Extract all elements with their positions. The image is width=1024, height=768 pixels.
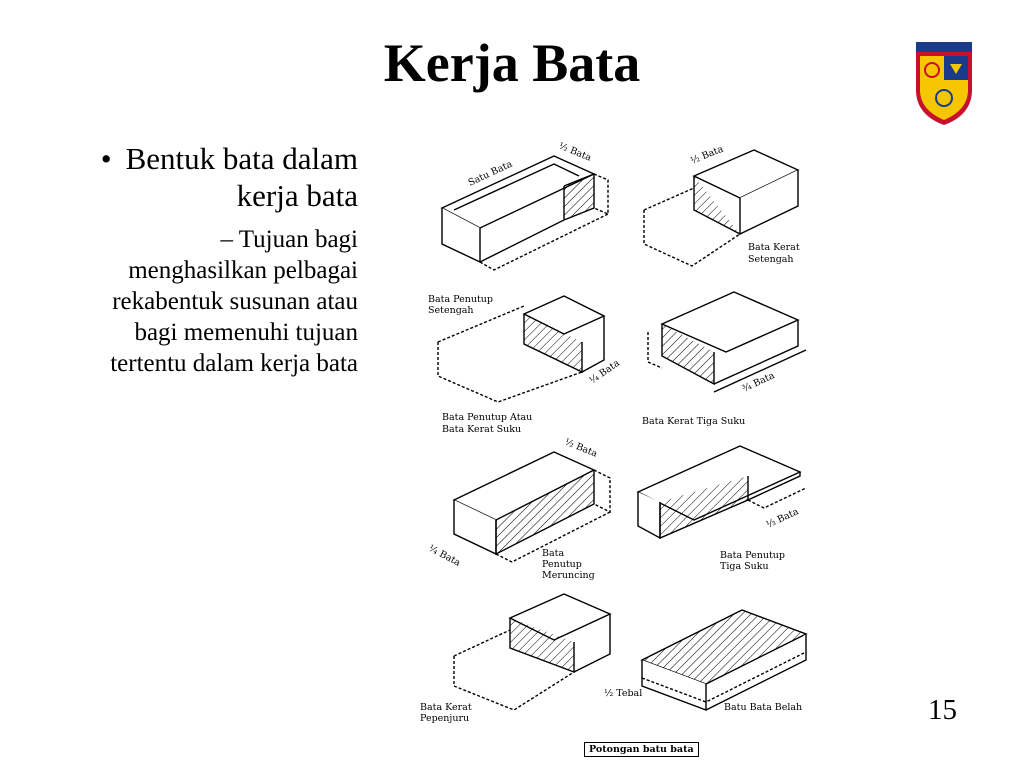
label-penutup-setengah-2: Setengah [428, 305, 474, 316]
label-penutup-atau-1: Bata Penutup Atau [442, 412, 532, 423]
label-pepenjuru-1: Bata Kerat [420, 702, 472, 713]
label-tiga-suku-1: Bata Penutup [720, 550, 785, 561]
label-penutup-atau-2: Bata Kerat Suku [442, 424, 521, 435]
bullet-list: • Bentuk bata dalam kerja bata – Tujuan b… [86, 140, 358, 379]
slide-title: Kerja Bata [383, 33, 641, 93]
label-meruncing-2: Penutup [542, 559, 582, 570]
brick-half-drawing [643, 149, 800, 267]
brick-full-drawing [440, 155, 609, 271]
label-meruncing-3: Meruncing [542, 570, 595, 581]
label-half-bata-right: ½ Bata [689, 144, 725, 167]
university-crest-icon [912, 40, 976, 126]
label-kerat-setengah-1: Bata Kerat [748, 242, 800, 253]
label-three-quarter-bata: ¾ Bata [741, 370, 777, 395]
label-batu-belah: Batu Bata Belah [724, 702, 802, 713]
bullet-text: Bentuk bata dalam kerja bata [125, 141, 358, 213]
brick-three-quarter-closer-drawing [636, 445, 807, 540]
bullet-dot-icon: • [100, 141, 112, 176]
dash-icon: – [220, 226, 239, 253]
label-kerat-tiga-suku: Bata Kerat Tiga Suku [642, 416, 745, 427]
sub-bullet-item: – Tujuan bagi menghasilkan pelbagai reka… [86, 224, 358, 379]
brick-cuts-figure: Satu Bata ½ Bata ½ Bata Bata Kerat Seten… [414, 136, 824, 762]
label-quarter-bata: ¼ Bata [587, 358, 622, 387]
brick-diagonal-drawing [453, 593, 612, 711]
bullet-item: • Bentuk bata dalam kerja bata [86, 140, 358, 214]
label-tiga-suku-2: Tiga Suku [720, 561, 769, 572]
label-pepenjuru-2: Pepenjuru [420, 713, 469, 724]
brick-split-drawing [640, 609, 808, 712]
page-number: 15 [928, 694, 957, 726]
label-penutup-setengah-1: Bata Penutup [428, 294, 493, 305]
label-meruncing-1: Bata [542, 548, 564, 559]
brick-three-quarter-drawing [647, 291, 807, 393]
label-third-bata: ⅓ Bata [765, 506, 801, 531]
brick-tapered-closer-drawing [452, 451, 611, 563]
figure-caption: Potongan batu bata [584, 742, 699, 757]
sub-bullet-text: Tujuan bagi menghasilkan pelbagai rekabe… [110, 226, 358, 377]
label-half-bata-row3: ½ Bata [563, 437, 599, 460]
brick-closer-half-drawing [437, 295, 606, 403]
label-quarter-bata-row3: ¼ Bata [427, 543, 463, 569]
label-kerat-setengah-2: Setengah [748, 254, 794, 265]
label-half-tebal: ½ Tebal [604, 688, 642, 699]
